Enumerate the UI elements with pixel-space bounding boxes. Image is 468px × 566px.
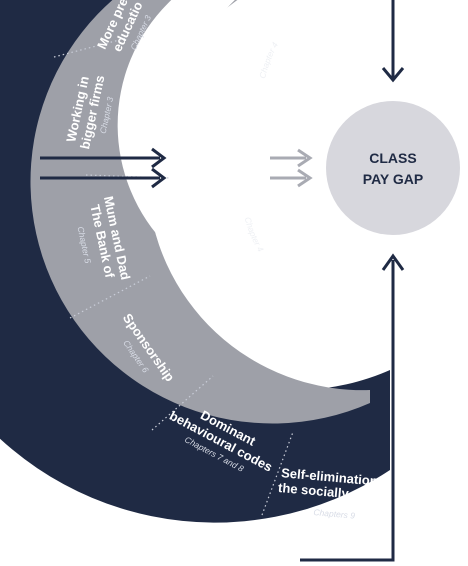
center-label-line1: CLASS bbox=[369, 150, 416, 166]
arrow-right-light-icon-2 bbox=[297, 168, 313, 188]
arrow-right-light-icon-1 bbox=[297, 148, 313, 168]
outer-segment-6-chapter: Chapters 9 bbox=[313, 507, 356, 521]
outer-ring-dividers bbox=[53, 37, 294, 516]
middle-ring bbox=[30, 0, 370, 424]
inner-white bbox=[117, 0, 340, 298]
arrow-up-icon bbox=[381, 253, 405, 271]
center-label-line2: PAY GAP bbox=[363, 171, 423, 187]
arrow-right-icon-2 bbox=[151, 167, 167, 189]
center-circle bbox=[326, 101, 460, 235]
arrow-right-icon-1 bbox=[151, 147, 167, 169]
arrows bbox=[40, 0, 405, 562]
outer-segment-6: Self-elimination of the socially mobile … bbox=[277, 465, 394, 521]
arrow-down-icon bbox=[381, 67, 405, 83]
